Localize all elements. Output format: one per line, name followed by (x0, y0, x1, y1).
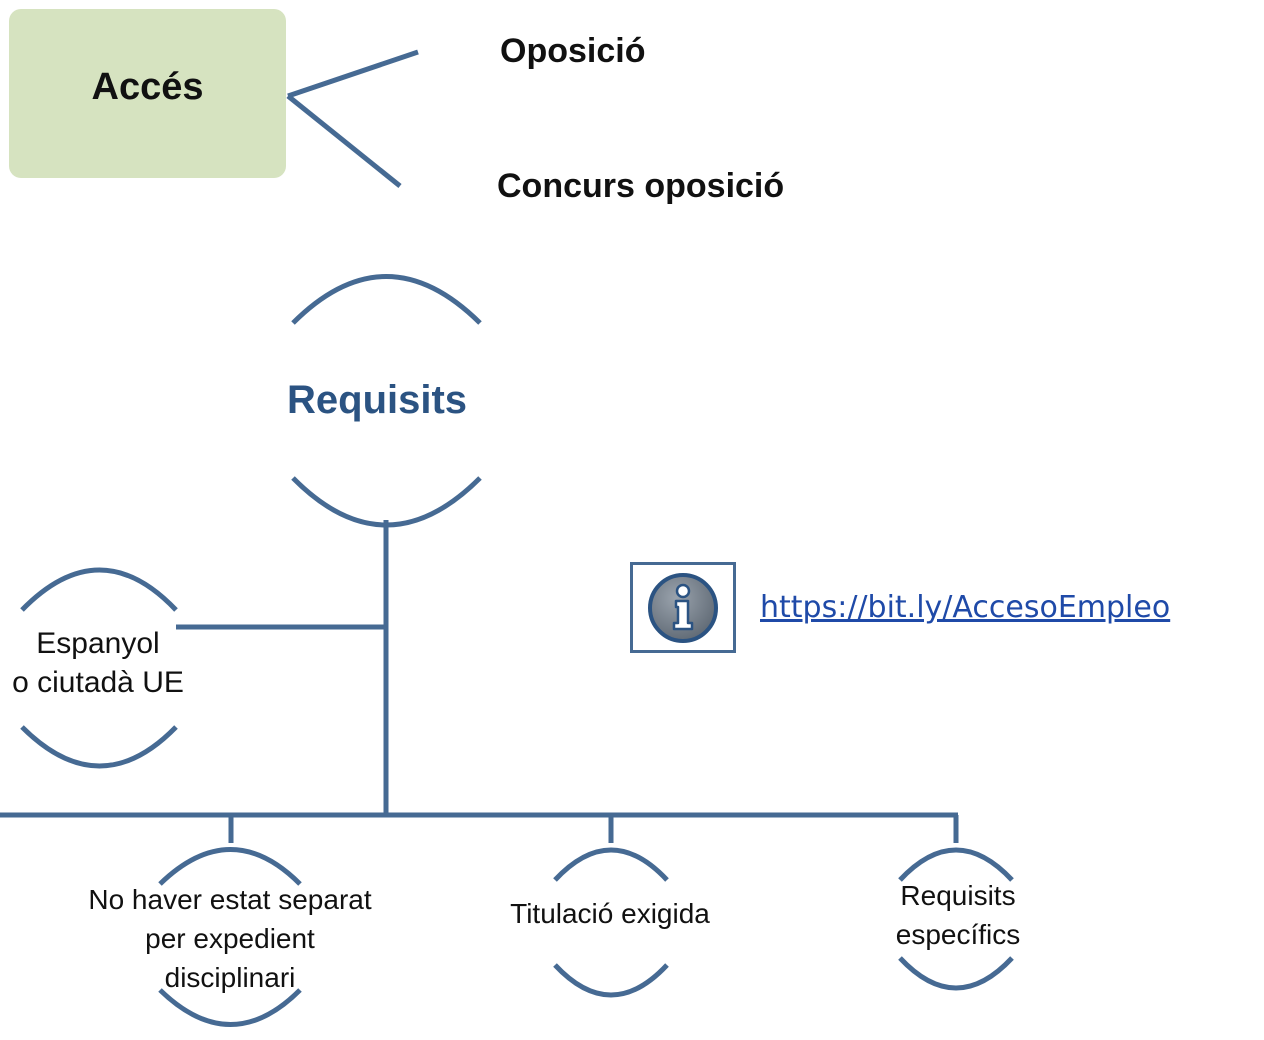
info-link[interactable]: https://bit.ly/AccesoEmpleo (760, 590, 1171, 625)
especifics-top-arc (898, 847, 1014, 882)
titulacio-bottom-arc (553, 963, 669, 998)
requisits-bottom-arc (291, 476, 482, 528)
requirement-espanyol: Espanyol o ciutadà UE (0, 624, 208, 702)
info-icon (648, 572, 718, 643)
espanyol-top-arc (20, 567, 178, 612)
requirement-line: Titulació exigida (510, 898, 710, 929)
requirement-especifics: Requisits específics (860, 876, 1056, 954)
requirement-line: o ciutadà UE (12, 666, 184, 699)
option-oposicio: Oposició (500, 32, 646, 70)
especifics-bottom-arc (898, 956, 1014, 991)
requirement-line: Espanyol (36, 627, 160, 660)
requirement-line: Requisits (900, 880, 1016, 911)
titulacio-top-arc (553, 847, 669, 882)
espanyol-bottom-arc (20, 725, 178, 769)
requirement-titulacio: Titulació exigida (470, 898, 750, 930)
requirement-line: específics (895, 919, 1021, 951)
requirement-no-separat: No haver estat separat per expedient dis… (40, 880, 420, 998)
info-icon-box[interactable] (630, 562, 736, 653)
nohaver-top-arc (158, 847, 302, 886)
requirement-line: No haver estat separat (88, 884, 372, 915)
requisits-title: Requisits (287, 378, 468, 422)
acces-box: Accés (9, 9, 286, 178)
acces-label: Accés (91, 66, 204, 108)
requirement-line: disciplinari (164, 962, 296, 994)
requisits-top-arc (291, 274, 482, 325)
requirement-line: per expedient (145, 923, 315, 955)
branch-line-concurs (286, 94, 402, 188)
branch-line-oposicio (287, 49, 419, 99)
option-concurs-oposicio: Concurs oposició (497, 167, 785, 205)
nohaver-bottom-arc (158, 988, 302, 1027)
